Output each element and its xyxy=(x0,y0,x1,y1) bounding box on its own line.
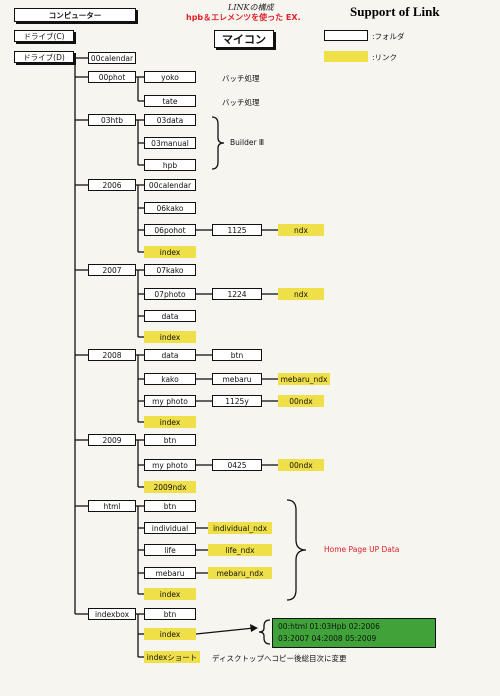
folder-0425[interactable]: 0425 xyxy=(212,459,262,471)
folder-yoko[interactable]: yoko xyxy=(144,71,196,83)
index-summary-line-1: 00:html 01:03Hpb 02:2006 xyxy=(278,622,380,631)
mycon-box: マイコン xyxy=(214,30,274,48)
note-homepage: Home Page UP Data xyxy=(324,545,400,554)
folder-2008-my-photo[interactable]: my photo xyxy=(144,395,196,407)
link-mebaru-ndx-html[interactable]: mebaru_ndx xyxy=(208,567,272,579)
link-index-indexbox[interactable]: index xyxy=(144,628,196,640)
folder-03data[interactable]: 03data xyxy=(144,114,196,126)
subtitle-hpb-elements: hpb＆エレメンツを使った EX. xyxy=(186,13,301,22)
link-mebaru-ndx-2008[interactable]: mebaru_ndx xyxy=(278,373,330,385)
folder-2008-kako[interactable]: kako xyxy=(144,373,196,385)
drive-d-box: ドライブ(D) xyxy=(14,51,74,63)
note-batch-1: バッチ処理 xyxy=(222,74,260,83)
folder-00calendar[interactable]: 00calendar xyxy=(88,52,136,64)
folder-indexbox[interactable]: indexbox xyxy=(88,608,136,620)
link-index-2008[interactable]: index xyxy=(144,416,196,428)
link-00ndx-2009[interactable]: 00ndx xyxy=(278,459,324,471)
link-ndx-2006[interactable]: ndx xyxy=(278,224,324,236)
folder-html-mebaru[interactable]: mebaru xyxy=(144,567,196,579)
link-individual-ndx[interactable]: individual_ndx xyxy=(208,522,272,534)
link-2009ndx[interactable]: 2009ndx xyxy=(144,481,196,493)
note-shortcut: ディスクトップへコピー後総目次に変更 xyxy=(212,654,347,663)
folder-2007[interactable]: 2007 xyxy=(88,264,136,276)
link-index-2006[interactable]: index xyxy=(144,246,196,258)
drive-c-box: ドライブ(C) xyxy=(14,30,74,42)
folder-2008-btn[interactable]: btn xyxy=(212,349,262,361)
arrow-head-icon xyxy=(250,624,258,632)
folder-1125y[interactable]: 1125y xyxy=(212,395,262,407)
computer-box: コンピューター xyxy=(14,8,136,22)
link-ndx-2007[interactable]: ndx xyxy=(278,288,324,300)
folder-hpb[interactable]: hpb xyxy=(144,159,196,171)
folder-00phot[interactable]: 00phot xyxy=(88,71,136,83)
link-00ndx-2008[interactable]: 00ndx xyxy=(278,395,324,407)
subtitle-link-structure: LINKの構成 xyxy=(228,3,274,12)
page-title: Support of Link xyxy=(350,4,440,19)
folder-2006[interactable]: 2006 xyxy=(88,179,136,191)
folder-individual[interactable]: individual xyxy=(144,522,196,534)
folder-03manual[interactable]: 03manual xyxy=(144,137,196,149)
folder-07photo[interactable]: 07photo xyxy=(144,288,196,300)
folder-2009[interactable]: 2009 xyxy=(88,434,136,446)
folder-2009-btn[interactable]: btn xyxy=(144,434,196,446)
folder-03htb[interactable]: 03htb xyxy=(88,114,136,126)
legend-folder-label: :フォルダ xyxy=(372,32,405,41)
folder-2008-data[interactable]: data xyxy=(144,349,196,361)
folder-indexbox-btn[interactable]: btn xyxy=(144,608,196,620)
folder-2007-data[interactable]: data xyxy=(144,310,196,322)
index-summary-box: 00:html 01:03Hpb 02:2006 03:2007 04:2008… xyxy=(272,618,436,648)
index-summary-line-2: 03:2007 04:2008 05:2009 xyxy=(278,634,377,643)
link-index-html[interactable]: index xyxy=(144,588,196,600)
folder-2008[interactable]: 2008 xyxy=(88,349,136,361)
legend-link-label: :リンク xyxy=(372,53,398,62)
folder-html-btn[interactable]: btn xyxy=(144,500,196,512)
folder-life[interactable]: life xyxy=(144,544,196,556)
folder-06kako[interactable]: 06kako xyxy=(144,202,196,214)
folder-06pohot[interactable]: 06pohot xyxy=(144,224,196,236)
folder-2009-my-photo[interactable]: my photo xyxy=(144,459,196,471)
folder-html[interactable]: html xyxy=(88,500,136,512)
folder-2006-00calendar[interactable]: 00calendar xyxy=(144,179,196,191)
link-index-shortcut[interactable]: indexショート xyxy=(144,651,200,663)
folder-2008-mebaru[interactable]: mebaru xyxy=(212,373,262,385)
note-builder: Builder Ⅲ xyxy=(230,138,265,147)
folder-1125[interactable]: 1125 xyxy=(212,224,262,236)
link-index-2007[interactable]: index xyxy=(144,331,196,343)
note-batch-2: バッチ処理 xyxy=(222,98,260,107)
folder-tate[interactable]: tate xyxy=(144,95,196,107)
legend-link-swatch xyxy=(324,51,368,62)
folder-07kako[interactable]: 07kako xyxy=(144,264,196,276)
legend-folder-swatch xyxy=(324,30,368,41)
folder-1224[interactable]: 1224 xyxy=(212,288,262,300)
link-life-ndx[interactable]: life_ndx xyxy=(208,544,272,556)
